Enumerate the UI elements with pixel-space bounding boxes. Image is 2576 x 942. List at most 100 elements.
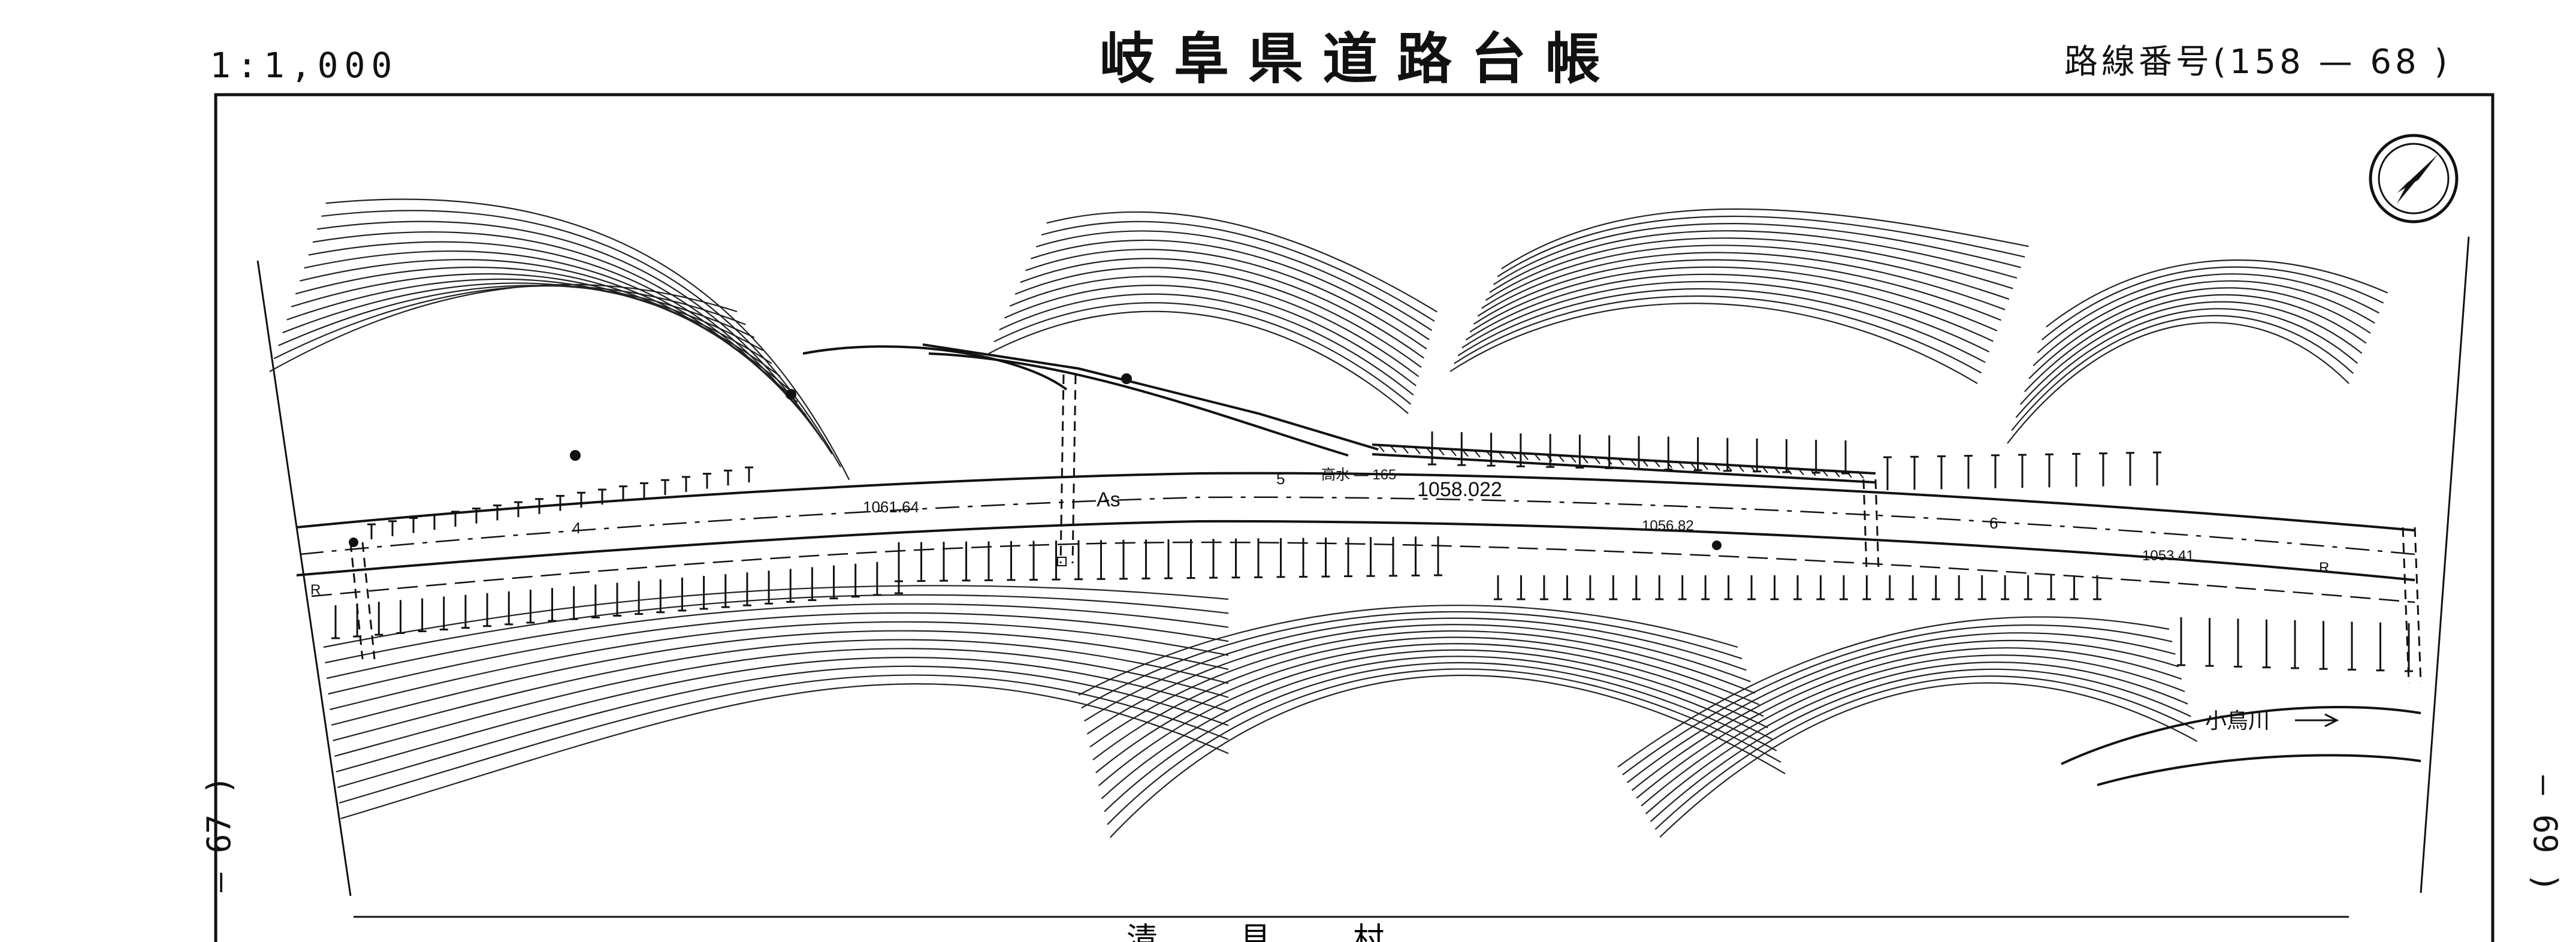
slope-tick (430, 514, 439, 530)
contour-line (1473, 259, 2002, 325)
slope-tick (1344, 537, 1352, 578)
slope-tick (1517, 575, 1526, 600)
slope-hatching (331, 431, 2413, 672)
slope-tick (1494, 575, 1502, 600)
contour-line (321, 210, 841, 467)
map-symbols (349, 373, 1722, 566)
rail-hatch (1785, 466, 1792, 475)
slope-tick (2291, 620, 2299, 669)
slope-tick (2319, 621, 2328, 670)
contour-line (1626, 632, 2176, 783)
contour-line (337, 665, 1229, 789)
slope-tick (635, 581, 644, 615)
rail-hatch (1665, 460, 1672, 469)
slope-tick (699, 575, 708, 610)
slope-tick (556, 495, 564, 511)
contour-line (1493, 223, 2021, 285)
contour-line (1092, 636, 1760, 760)
slope-tick (1609, 575, 1618, 600)
slope-tick (962, 541, 971, 582)
contour-line (1081, 611, 1743, 709)
slope-tick (872, 561, 881, 596)
contour-line (1465, 273, 1994, 342)
contour-line (291, 273, 781, 377)
slope-tick (1299, 538, 1307, 578)
slope-tick (388, 520, 397, 536)
contour-line (325, 198, 850, 481)
rail-hatch (1641, 458, 1648, 467)
slope-tick (2045, 453, 2053, 488)
contour-line (1631, 639, 2179, 791)
contour-line (1489, 230, 2018, 293)
slope-tick (1655, 575, 1664, 600)
contour-line (1485, 237, 2013, 301)
contour-line (2024, 294, 2367, 393)
slope-tick (548, 588, 557, 622)
slope-tick (2376, 622, 2385, 672)
slope-tick (526, 590, 535, 624)
slope-tick (439, 596, 448, 631)
slope-tick (1885, 575, 1894, 600)
contour-line (1098, 649, 1768, 787)
slope-tick (2205, 618, 2214, 667)
contour-line (1654, 675, 2195, 830)
contour-line (308, 241, 816, 429)
slope-tick (1605, 435, 1614, 469)
rail-hatch (1809, 467, 1816, 476)
slope-tick (1097, 540, 1106, 580)
contour-line (330, 621, 1229, 711)
slope-tick (619, 485, 627, 502)
slope-tick (1664, 436, 1673, 471)
slope-tick (514, 501, 523, 518)
village-caption: 清 見 村 (1127, 922, 1384, 942)
rail-hatch (1557, 454, 1565, 463)
slope-tick (1964, 455, 1973, 489)
rail-hatch (1677, 460, 1684, 469)
contour-line (282, 282, 763, 351)
slope-tick (2177, 617, 2185, 666)
rail-hatch (1701, 462, 1708, 470)
contour-line (1477, 252, 2006, 317)
contour-line (1089, 630, 1756, 748)
slope-tick (1231, 538, 1240, 579)
rail-hatch (1845, 470, 1852, 478)
slope-tick (765, 570, 774, 605)
contour-line (1461, 280, 1990, 353)
contour-line (339, 674, 1229, 804)
rail-hatch (1833, 469, 1840, 478)
contour-line (336, 656, 1229, 773)
contour-line (1453, 295, 1982, 374)
survey-limit-right (2420, 236, 2470, 893)
rail-hatch (1473, 449, 1481, 458)
map-labels: 4 5 6 1061.64 1058.022 1056.82 1053.41 A… (310, 467, 2329, 733)
rail-hatch (1414, 446, 1421, 454)
rail-hatch (1857, 470, 1864, 479)
contour-line (1014, 267, 1422, 368)
slope-tick (591, 584, 600, 618)
slope-tick (569, 586, 578, 620)
contour-line (999, 293, 1414, 396)
contour-line (1481, 244, 2010, 309)
rail-hatch (1509, 451, 1517, 460)
slope-tick (1029, 541, 1038, 581)
slope-tick (1119, 539, 1128, 580)
contour-line (2015, 308, 2358, 418)
slope-tick (461, 594, 470, 629)
contour-line (1078, 605, 1738, 696)
rail-hatch (1485, 450, 1493, 458)
contour-line (1020, 258, 1425, 359)
slope-tick (1908, 575, 1917, 600)
station-6: 6 (1989, 514, 1998, 532)
river-name: 小鳥川 (2205, 708, 2270, 733)
slope-tick (1563, 575, 1572, 600)
contour-line (2041, 266, 2384, 341)
slope-tick (2047, 575, 2056, 600)
slope-tick (808, 567, 817, 602)
contour-line (1457, 288, 1986, 363)
rail-hatch (1689, 461, 1696, 470)
contour-line (1622, 624, 2173, 775)
slope-tick (786, 569, 795, 603)
slope-tick (721, 574, 730, 608)
slope-tick (1839, 575, 1848, 600)
contour-line (328, 612, 1229, 695)
